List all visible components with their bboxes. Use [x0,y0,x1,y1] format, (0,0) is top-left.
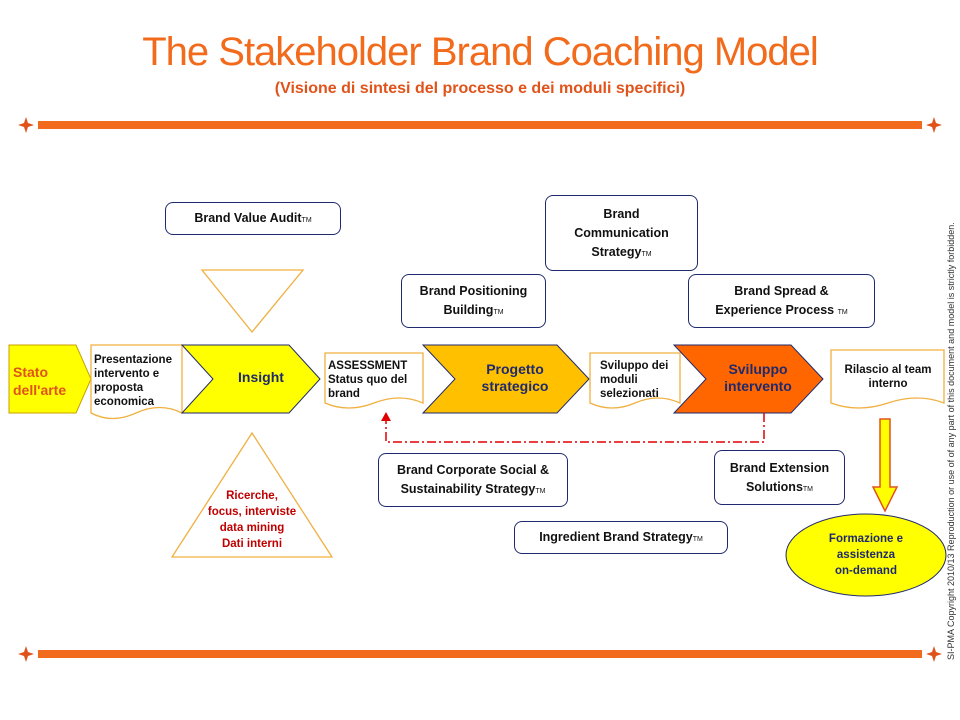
stato-label: Stato dell'arte [13,364,67,398]
top-rule [38,121,922,129]
insight-shape [180,344,321,414]
trademark-mark: TM [493,309,504,316]
brand-positioning-box: Brand Positioning BuildingTM [401,274,546,328]
assessment-doc-shape [324,352,424,409]
sviluppo-intervento-shape [672,344,824,414]
brand-extension-label: Brand Extension Solutions [729,460,830,494]
trademark-mark: TM [301,217,312,224]
formazione-label: Formazione e assistenza on-demand [828,533,904,577]
progetto-shape [421,344,590,414]
presentazione-doc-shape [90,344,183,420]
star-icon [926,646,942,662]
brand-positioning-label: Brand Positioning Building [419,284,528,317]
star-icon [18,646,34,662]
page-subtitle: (Visione di sintesi del processo e dei m… [274,80,686,97]
assessment-label: ASSESSMENT Status quo del brand [328,360,408,400]
brand-extension-box: Brand Extension SolutionsTM [714,450,845,505]
ricerche-label: Ricerche, focus, interviste data mining … [207,490,297,550]
trademark-mark: TM [802,485,814,493]
bottom-rule [38,650,922,658]
brand-communication-label: Brand Communication Strategy [574,206,669,259]
brand-csr-box: Brand Corporate Social & Sustainability … [378,453,568,507]
page-title: The Stakeholder Brand Coaching Model [142,30,819,74]
rilascio-label: Rilascio al team interno [844,364,932,390]
trademark-mark: TM [641,250,652,258]
formazione-ellipse [785,513,947,597]
ingredient-label: Ingredient Brand Strategy [539,530,693,544]
brand-spread-label: Brand Spread & Experience Process [715,284,835,317]
copyright-notice: SI-PMA Copyright 2010/13 Reproduction or… [946,222,956,660]
progetto-label: Progetto strategico [481,361,549,394]
brand-value-audit-label: Brand Value Audit [194,211,302,225]
presentazione-label: Presentazione intervento e proposta econ… [94,354,172,408]
sviluppo-moduli-label: Sviluppo dei moduli selezionati [600,360,669,400]
trademark-mark: TM [535,488,546,495]
down-arrow-icon [871,418,899,513]
sviluppo-intervento-label: Sviluppo intervento [724,361,792,394]
stato-shape [8,344,92,414]
feedback-dashed-line [381,412,765,443]
star-icon [18,117,34,133]
rilascio-doc-shape [830,349,945,409]
star-icon [926,117,942,133]
brand-csr-label: Brand Corporate Social & Sustainability … [396,463,550,496]
funnel-triangle [200,269,305,334]
brand-communication-box: Brand Communication StrategyTM [545,195,698,271]
trademark-mark: TM [692,536,703,543]
insight-label: Insight [238,369,284,385]
brand-spread-box: Brand Spread & Experience Process TM [688,274,875,328]
trademark-mark: TM [837,309,848,316]
sviluppo-moduli-doc-shape [589,352,681,409]
ricerche-triangle [170,431,334,558]
